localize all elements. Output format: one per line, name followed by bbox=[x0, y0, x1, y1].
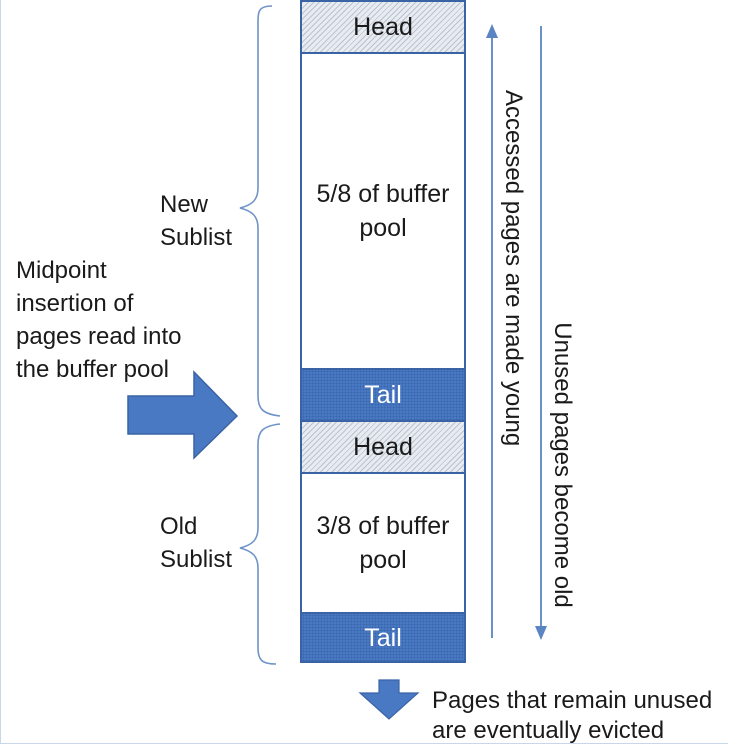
young-arrow-head bbox=[486, 24, 498, 38]
new-head-label: Head bbox=[353, 13, 413, 41]
new-sublist-brace bbox=[239, 5, 281, 417]
old-tail-label: Tail bbox=[364, 623, 402, 652]
old-arrow-head bbox=[535, 626, 547, 640]
new-sublist-head: Head bbox=[302, 2, 464, 54]
midpoint-insertion-arrow bbox=[127, 370, 239, 460]
old-body-label: 3/8 of buffer pool bbox=[316, 512, 450, 574]
accessed-young-label: Accessed pages are made young bbox=[500, 90, 527, 447]
unused-old-label: Unused pages become old bbox=[549, 322, 576, 608]
new-sublist-body: 5/8 of buffer pool bbox=[302, 54, 464, 370]
new-body-label: 5/8 of buffer pool bbox=[316, 180, 450, 242]
old-sublist-head: Head bbox=[302, 422, 464, 474]
old-head-label: Head bbox=[353, 433, 413, 461]
old-sublist-body: 3/8 of buffer pool bbox=[302, 474, 464, 614]
old-sublist-label: Old Sublist bbox=[160, 513, 233, 573]
new-tail-label: Tail bbox=[364, 381, 402, 409]
old-sublist-brace bbox=[239, 423, 281, 665]
eviction-arrow bbox=[358, 679, 420, 720]
new-sublist-tail: Tail bbox=[302, 370, 464, 422]
buffer-pool-column: Head 5/8 of buffer pool Tail Head 3/8 of… bbox=[300, 0, 466, 663]
new-sublist-label: New Sublist bbox=[160, 191, 233, 251]
old-sublist-tail: Tail bbox=[302, 614, 464, 661]
midpoint-insertion-label: Midpoint insertion of pages read into th… bbox=[16, 257, 182, 383]
evicted-label: Pages that remain unused are eventually … bbox=[432, 687, 713, 744]
